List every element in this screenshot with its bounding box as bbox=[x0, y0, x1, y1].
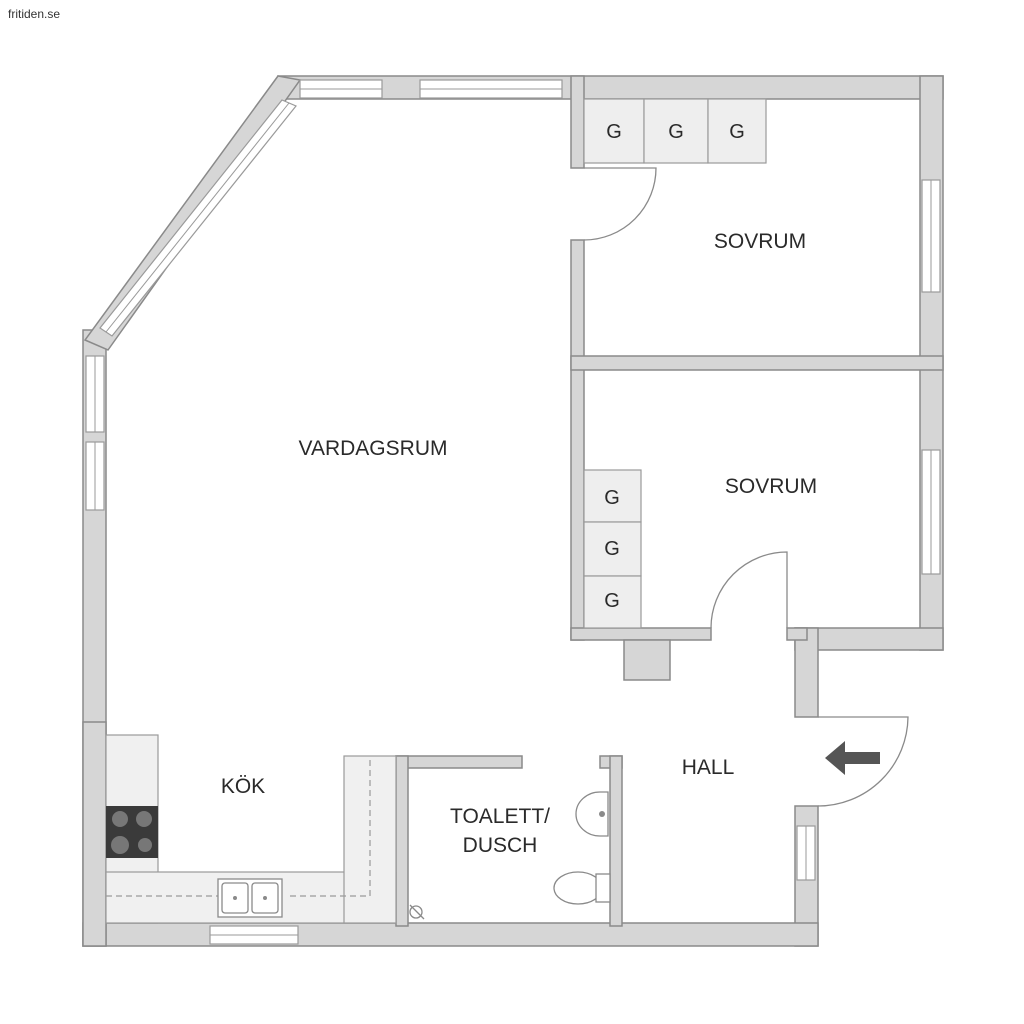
room-labels: VARDAGSRUM SOVRUM SOVRUM KÖK TOALETT/ DU… bbox=[221, 230, 817, 857]
wardrobes-bedroom-1: G G G bbox=[583, 98, 767, 164]
wardrobe-label: G bbox=[604, 538, 620, 560]
wardrobe bbox=[707, 98, 767, 164]
hall-right-wall-upper bbox=[794, 627, 819, 718]
entrance-arrow-icon bbox=[825, 741, 880, 775]
wardrobe-label: G bbox=[729, 121, 745, 143]
bathroom-right-wall bbox=[609, 755, 623, 927]
bedrooms-left-wall bbox=[570, 239, 585, 641]
wardrobe-label: G bbox=[604, 590, 620, 612]
doors bbox=[583, 167, 909, 807]
windows bbox=[85, 79, 941, 945]
window bbox=[99, 99, 297, 337]
toilet-icon bbox=[553, 871, 611, 905]
sink-icon bbox=[217, 878, 283, 918]
bedroom1-door bbox=[583, 167, 657, 241]
bedroom1-left-wall bbox=[570, 75, 585, 169]
wardrobe-label: G bbox=[604, 487, 620, 509]
wardrobe-label: G bbox=[606, 121, 622, 143]
bottom-wall bbox=[82, 922, 819, 947]
bathroom-label-line2: DUSCH bbox=[463, 834, 538, 857]
bedroom2-label: SOVRUM bbox=[725, 475, 817, 498]
wardrobe bbox=[583, 575, 642, 629]
wardrobe bbox=[583, 98, 645, 164]
wardrobe bbox=[583, 521, 642, 577]
bedroom2-bottom-wall-right bbox=[786, 627, 808, 641]
shaft bbox=[623, 639, 671, 681]
bedroom2-bottom-wall-left bbox=[570, 627, 712, 641]
kitchen-left-wall bbox=[82, 721, 107, 947]
wardrobes-bedroom-2: G G G bbox=[583, 469, 642, 629]
interior-walls bbox=[82, 75, 944, 947]
bathroom-top-wall bbox=[395, 755, 523, 769]
bedroom2-door bbox=[710, 551, 788, 629]
shower-icon bbox=[409, 904, 425, 920]
entrance-door bbox=[817, 716, 909, 807]
bedroom-divider-wall bbox=[570, 355, 944, 371]
living-room-label: VARDAGSRUM bbox=[299, 437, 448, 460]
bedroom1-label: SOVRUM bbox=[714, 230, 806, 253]
watermark: fritiden.se bbox=[8, 7, 60, 21]
bathroom-label-line1: TOALETT/ bbox=[450, 805, 550, 828]
kitchen-fixtures bbox=[105, 734, 397, 924]
wardrobe-label: G bbox=[668, 121, 684, 143]
kitchen-dashed-line bbox=[106, 756, 371, 897]
hall-label: HALL bbox=[682, 756, 735, 779]
washbasin-icon bbox=[575, 791, 609, 837]
bathroom-left-wall bbox=[395, 755, 409, 927]
kitchen-label: KÖK bbox=[221, 775, 265, 798]
bathroom-fixtures bbox=[409, 791, 611, 920]
wardrobe bbox=[643, 98, 709, 164]
